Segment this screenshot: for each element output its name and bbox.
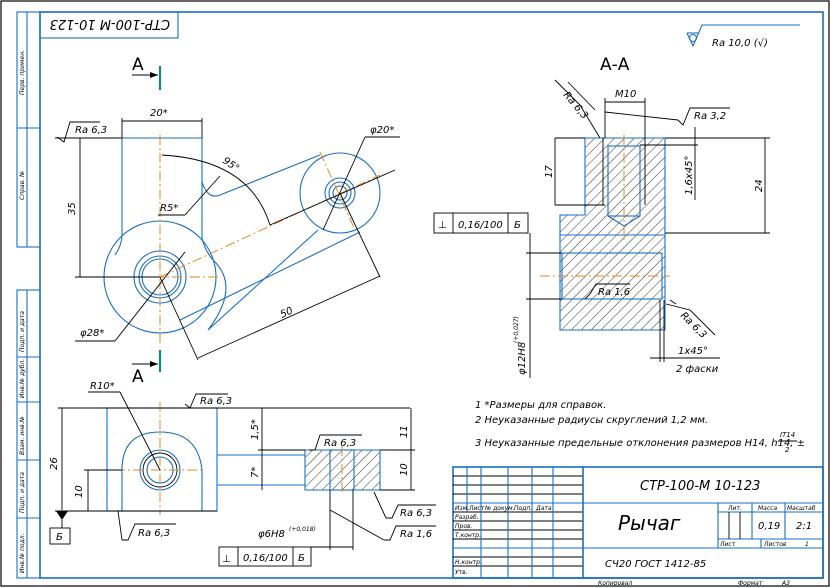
title-header-change: Изм. xyxy=(455,505,469,512)
note-fraction-den: 2 xyxy=(785,446,790,454)
side-stamp-orig-inv: Инв.№ подл. xyxy=(19,533,26,573)
title-mass-label: Масса xyxy=(758,505,777,512)
dim-diam-big: φ28* xyxy=(80,328,104,339)
dim-thread-chamfer: 1,6x45° xyxy=(684,155,695,195)
title-sheet-label: Лист xyxy=(719,541,736,548)
title-header-sheet: Лист xyxy=(468,505,485,512)
title-format: А3 xyxy=(781,580,790,587)
dim-bottom-hole-tol: (+0,018) xyxy=(289,526,316,533)
side-stamp-sign-date-1: Подп. и дата xyxy=(19,311,26,352)
dim-diam-small: φ20* xyxy=(370,125,394,136)
bottom-roughness-hole: Ra 1,6 xyxy=(400,529,432,540)
main-view: А А Ra 6,3 20* xyxy=(55,55,400,387)
title-header-date: Дата xyxy=(535,505,552,512)
dim-height: 24 xyxy=(754,179,765,192)
dim-fillet-radius: R5* xyxy=(160,203,178,214)
note-fraction-num: IT14 xyxy=(780,431,795,439)
bottom-tol-symbol: ⊥ xyxy=(222,554,231,565)
dim-hole-tol: (+0,027) xyxy=(513,316,520,343)
dim-bottom-right-bottom: 10 xyxy=(399,463,410,476)
section-label: А-А xyxy=(600,55,630,75)
title-header-sign: Подп. xyxy=(514,505,532,512)
section-tol-value: 0,16/100 xyxy=(458,220,503,231)
title-scale-label: Масштаб xyxy=(787,505,816,512)
section-roughness-side: Ra 6,3 xyxy=(678,310,709,341)
dim-bottom-base-height: 10 xyxy=(74,485,85,498)
section-tolerance-frame: ⊥ 0,16/100 Б xyxy=(433,212,529,234)
dim-angle: 95° xyxy=(220,155,241,174)
title-doc-code: СТР-100-М 10-123 xyxy=(640,479,760,494)
dim-chamfer: 1x45° xyxy=(678,346,708,357)
title-scale: 2:1 xyxy=(796,521,812,532)
dim-hole: φ12H8 xyxy=(517,342,528,375)
side-stamp-bottom: Подп. и дата Инв.№ дубл. Взам. инв.№ Под… xyxy=(16,289,41,579)
bottom-roughness-boss: Ra 6,3 xyxy=(324,438,356,449)
title-mass: 0,19 xyxy=(758,521,780,532)
dim-width-top: 20* xyxy=(150,108,168,119)
note-2: 2 Неуказанные радиусы скруглений 1,2 мм. xyxy=(475,415,708,426)
side-stamp-dup-inv: Инв.№ дубл. xyxy=(19,359,26,398)
dim-bottom-v2: 7* xyxy=(250,467,261,478)
general-roughness-text: Ra 10,0 (√) xyxy=(712,38,768,49)
section-roughness-top: Ra 6,3 xyxy=(561,90,590,122)
section-tol-symbol: ⊥ xyxy=(438,220,447,231)
dim-bottom-right-top: 11 xyxy=(399,425,410,438)
view-label-top: А xyxy=(132,55,144,75)
title-role-tech-control: Т.контр. xyxy=(455,532,481,539)
side-stamp-replace-inv: Взам. инв.№ xyxy=(19,416,26,455)
bottom-tolerance-frame: ⊥ 0,16/100 Б xyxy=(218,546,312,567)
technical-notes: 1 *Размеры для справок. 2 Неуказанные ра… xyxy=(475,400,805,454)
title-block: СТР-100-М 10-123 Рычаг СЧ20 ГОСТ 1412-85… xyxy=(452,466,824,587)
side-stamp-ref-no: Справ. № xyxy=(19,171,26,200)
bottom-roughness-bottom: Ra 6,3 xyxy=(138,528,170,539)
bottom-roughness-side: Ra 6,3 xyxy=(400,508,432,519)
side-stamp-sign-date-2: Подп. и дата xyxy=(19,472,26,513)
title-role-checker: Пров. xyxy=(455,523,473,530)
view-label-bottom: А xyxy=(132,367,144,387)
bottom-view: R10* Ra 6,3 26 Б 10 Ra 6,3 1,5* 7* Ra 6,… xyxy=(49,381,436,567)
bottom-tol-base: Б xyxy=(298,553,305,564)
section-view: А-А M10 Ra 3,2 Ra 6,3 17 24 xyxy=(433,55,770,378)
title-part-name: Рычаг xyxy=(618,511,681,535)
rotated-doc-code-box: СТР-100-М 10-123 xyxy=(39,11,179,39)
main-roughness: Ra 6,3 xyxy=(75,125,107,136)
dim-bottom-hole: φ6H8 xyxy=(258,529,285,540)
title-copied: Копировал xyxy=(598,580,632,587)
section-tol-base: Б xyxy=(514,220,521,231)
title-header-doc-no: № докум. xyxy=(484,505,515,512)
note-1: 1 *Размеры для справок. xyxy=(475,400,606,411)
title-role-developer: Разраб. xyxy=(455,514,479,521)
title-material: СЧ20 ГОСТ 1412-85 xyxy=(605,559,706,570)
bottom-base-label: Б xyxy=(56,532,63,543)
rotated-doc-code: СТР-100-М 10-123 xyxy=(50,16,170,31)
dim-chamfer-note: 2 фаски xyxy=(676,364,719,375)
section-roughness-hole: Ra 1,6 xyxy=(598,287,630,298)
section-roughness-thread: Ra 3,2 xyxy=(694,111,726,122)
title-role-norm-control: Н.контр. xyxy=(455,559,482,566)
side-stamp-first-use: Перв. примен. xyxy=(19,50,26,95)
dim-thread: M10 xyxy=(615,89,636,100)
dim-depth: 17 xyxy=(544,165,555,178)
title-role-approver: Утв. xyxy=(455,569,468,576)
dim-bottom-radius: R10* xyxy=(90,381,115,392)
side-stamp-top: Перв. примен. Справ. № xyxy=(16,11,41,248)
note-3: 3 Неуказанные предельные отклонения разм… xyxy=(475,438,805,449)
dim-height-left: 35 xyxy=(67,202,78,215)
bottom-tol-value: 0,16/100 xyxy=(243,553,288,564)
title-sheets-label: Листов xyxy=(763,541,787,548)
bottom-roughness-top: Ra 6,3 xyxy=(200,396,232,407)
dim-bottom-height: 26 xyxy=(49,457,60,470)
dim-bottom-v1: 1,5* xyxy=(250,419,261,440)
title-sheets: 1 xyxy=(805,541,809,548)
general-roughness: Ra 10,0 (√) xyxy=(686,24,800,49)
title-format-label: Формат xyxy=(738,580,763,587)
title-lit-label: Лит. xyxy=(727,505,742,512)
dim-length: 50 xyxy=(279,306,295,321)
